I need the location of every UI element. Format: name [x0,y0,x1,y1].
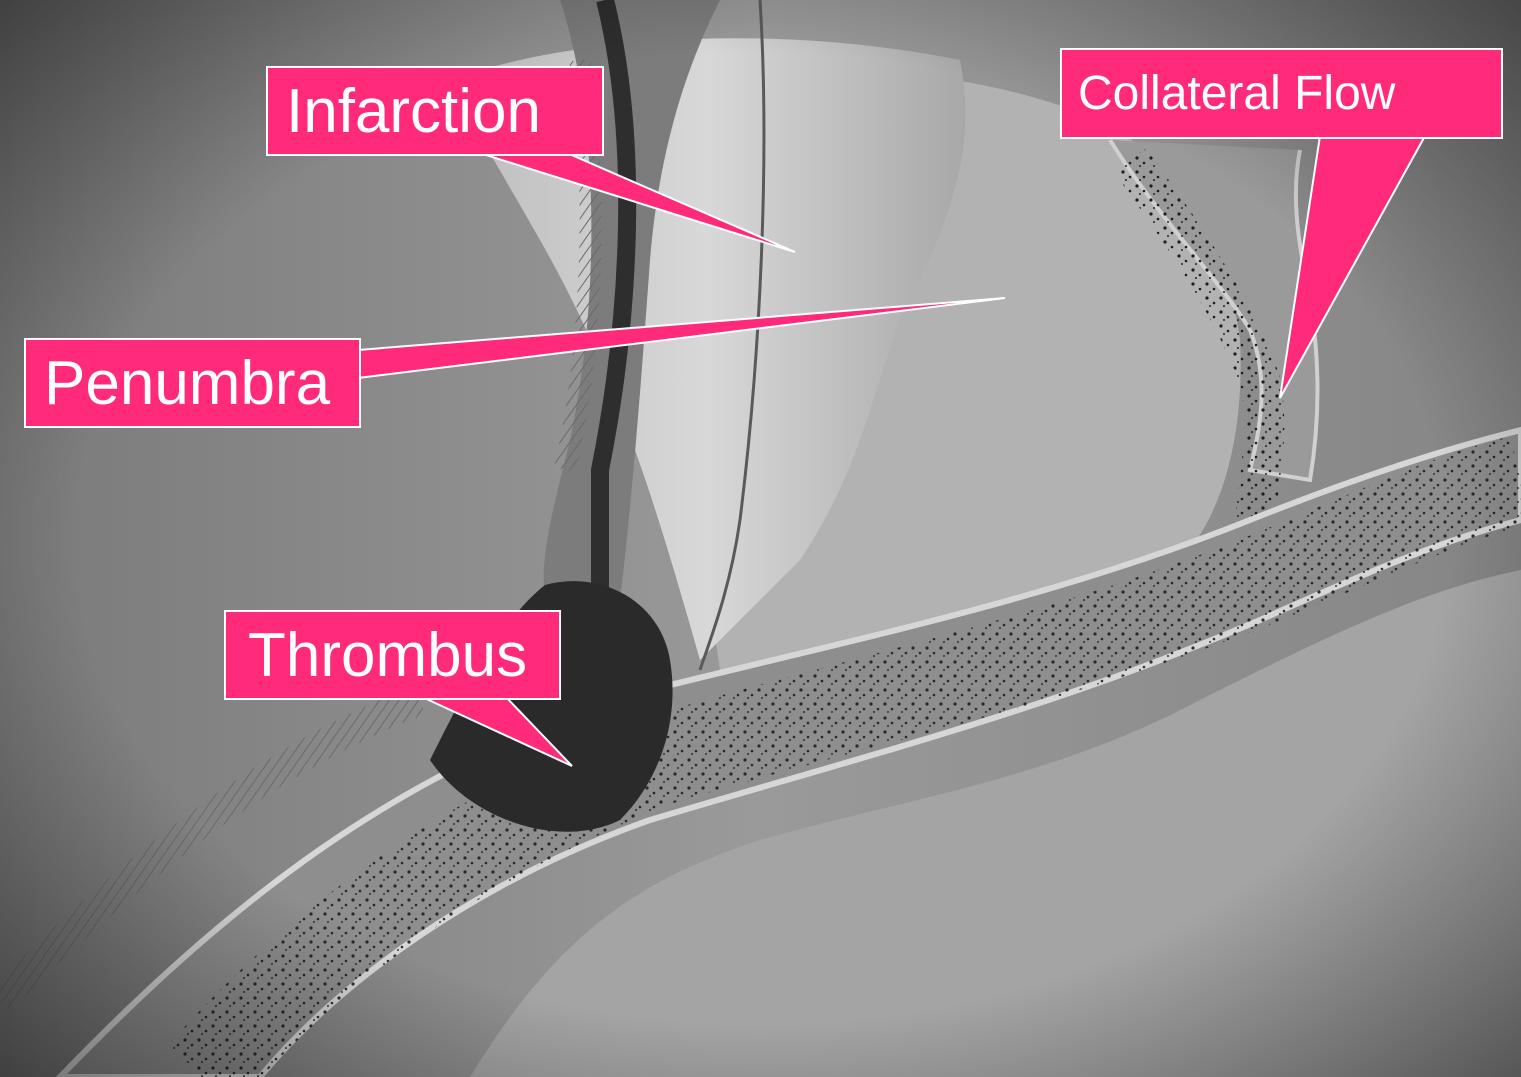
infarction-label: Infarction [266,66,604,156]
collateral-flow-label-text: Collateral Flow [1078,66,1395,121]
thrombus-label-text: Thrombus [248,620,527,691]
infarction-label-text: Infarction [286,76,541,147]
collateral-flow-label: Collateral Flow [1060,48,1503,139]
thrombus-label: Thrombus [224,610,561,700]
penumbra-label-text: Penumbra [44,348,330,419]
penumbra-label: Penumbra [24,338,361,428]
